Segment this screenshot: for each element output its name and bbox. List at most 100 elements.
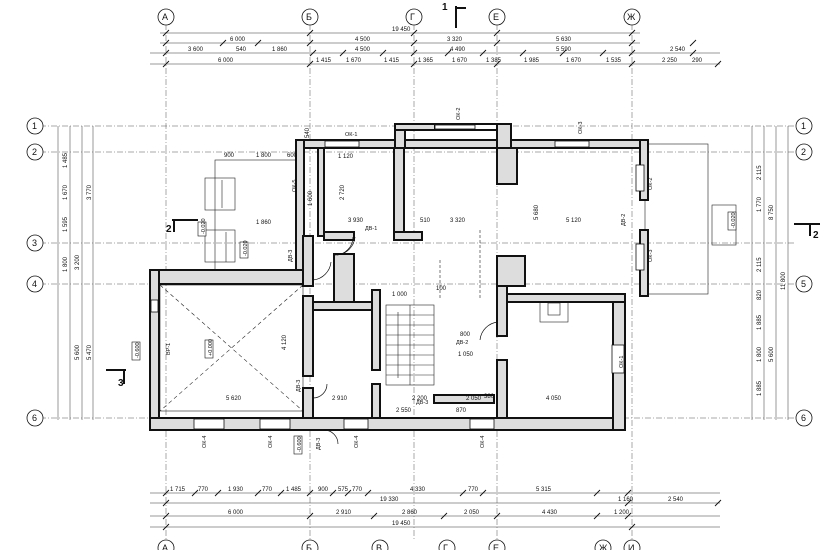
window-label-ok4-4: ОК-4 xyxy=(480,436,486,448)
bottom-dim-r3-2: 2 910 xyxy=(336,510,352,516)
right-dim-9: 11 800 xyxy=(781,271,787,290)
top-dim-r1-1: 6 000 xyxy=(230,37,246,43)
axis-label-right-6: 6 xyxy=(801,413,806,423)
axis-label-right-2: 2 xyxy=(801,147,806,157)
top-dim-r3-8: 1 985 xyxy=(524,58,540,64)
room-dim-26: 1 600 xyxy=(308,190,314,206)
left-dim-4: 3 200 xyxy=(75,254,81,270)
top-dim-r2-1: 3 600 xyxy=(188,47,204,53)
axis-label-bottom-a: А xyxy=(162,543,168,550)
room-dim-7: 3 930 xyxy=(348,218,364,224)
axis-label-left-3: 3 xyxy=(32,238,37,248)
top-dim-r2-5: 4 490 xyxy=(450,47,466,53)
top-dim-r2-4: 4 500 xyxy=(355,47,371,53)
window-label-ok5: ОК-5 xyxy=(292,180,298,192)
axis-bubbles-left xyxy=(26,117,44,427)
left-dim-3: 1 595 xyxy=(63,216,69,232)
room-dim-23: 380 xyxy=(484,394,495,400)
room-dim-18: 4 050 xyxy=(546,396,562,402)
top-dim-r3-6: 1 670 xyxy=(452,58,468,64)
bottom-dim-r3-1: 6 000 xyxy=(228,510,244,516)
room-dim-2: 1 800 xyxy=(256,153,272,159)
level-label-5: -0.020 xyxy=(731,212,737,228)
top-dim-r3-9: 1 670 xyxy=(566,58,582,64)
right-dim-2: 1 770 xyxy=(757,196,763,212)
right-dim-8: 5 600 xyxy=(769,346,775,362)
room-dim-13: 4 120 xyxy=(282,334,288,350)
left-dim-5: 1 800 xyxy=(63,256,69,272)
bottom-dim-r1-12: 1 160 xyxy=(618,497,634,503)
room-dim-3: 600 xyxy=(287,153,298,159)
axis-label-left-2: 2 xyxy=(32,147,37,157)
top-dim-r2-6: 5 590 xyxy=(556,47,572,53)
top-dim-r3-4: 1 415 xyxy=(384,58,400,64)
walls xyxy=(149,123,649,431)
axis-label-top-b: Б xyxy=(306,12,312,22)
room-dim-12: 2 720 xyxy=(340,184,346,200)
room-dim-21: 800 xyxy=(460,332,471,338)
room-dim-4: 540 xyxy=(305,127,311,138)
top-dim-total: 19 450 xyxy=(392,27,411,33)
axis-label-top-e: Е xyxy=(493,12,499,22)
bottom-dim-r1-4: 770 xyxy=(262,487,273,493)
bottom-dim-r1-3: 1 930 xyxy=(228,487,244,493)
top-dim-r3-7: 1 385 xyxy=(486,58,502,64)
gate-label: ВР-1 xyxy=(166,343,172,355)
level-label-2: -0.020 xyxy=(243,240,249,256)
room-dim-20: 100 xyxy=(436,286,447,292)
bottom-dim-r1-2: 770 xyxy=(198,487,209,493)
bottom-dim-r3-3: 2 860 xyxy=(402,510,418,516)
window-label-ok4-1: ОК-4 xyxy=(202,436,208,448)
room-dim-24: 870 xyxy=(456,408,467,414)
axis-label-bottom-e: Е xyxy=(493,543,499,550)
room-dim-10: 5 680 xyxy=(534,204,540,220)
axis-label-left-4: 4 xyxy=(32,279,37,289)
room-dim-6: 1 860 xyxy=(256,220,272,226)
left-dim-7: 5 470 xyxy=(87,344,93,360)
axis-label-bottom-v: В xyxy=(376,543,382,550)
top-dim-r1-4: 5 630 xyxy=(556,37,572,43)
left-dim-8: 3 770 xyxy=(87,184,93,200)
section-marker-top xyxy=(455,6,466,28)
axis-bubbles-right xyxy=(795,117,813,427)
bottom-dim-r3-4: 2 050 xyxy=(464,510,480,516)
axis-bubbles-top xyxy=(157,8,641,26)
right-dim-10: 8 750 xyxy=(769,204,775,220)
right-dim-6: 1 800 xyxy=(757,346,763,362)
room-dim-5: 1 120 xyxy=(338,154,354,160)
room-dim-22: 1 050 xyxy=(458,352,474,358)
level-label-3: -0.600 xyxy=(135,342,141,358)
section-marker-right xyxy=(794,223,820,236)
top-dim-r3-2: 1 415 xyxy=(316,58,332,64)
top-dim-r3-1: 6 000 xyxy=(218,58,234,64)
room-dim-15: 2 910 xyxy=(332,396,348,402)
bottom-dim-r1-10: 770 xyxy=(468,487,479,493)
section-mark-bottom-label: 3 xyxy=(118,378,124,389)
bottom-dim-r1-8: 770 xyxy=(352,487,363,493)
section-mark-right-label: 2 xyxy=(813,230,819,241)
top-dim-r1-2: 4 500 xyxy=(355,37,371,43)
section-marker-left xyxy=(172,219,198,232)
right-dim-4: 820 xyxy=(757,289,763,300)
window-label-ok1-top: ОК-1 xyxy=(345,132,357,138)
room-dim-19: 1 000 xyxy=(392,292,408,298)
dimension-lines xyxy=(57,32,789,528)
room-dim-17: 2 050 xyxy=(466,396,482,402)
axis-label-bottom-g: Г xyxy=(443,543,448,550)
level-label-6: -0.600 xyxy=(297,436,303,452)
top-dim-r1-3: 3 320 xyxy=(447,37,463,43)
door-label-dv2: ДВ-2 xyxy=(621,214,627,226)
right-dim-1: 2 115 xyxy=(757,165,763,180)
top-dim-r3-3: 1 670 xyxy=(346,58,362,64)
bottom-dim-r1-1: 1 715 xyxy=(170,487,186,493)
bottom-dim-r1-11: 5 315 xyxy=(536,487,552,493)
axis-label-bottom-i: И xyxy=(628,543,634,550)
left-dim-2: 1 670 xyxy=(63,184,69,200)
axis-label-left-1: 1 xyxy=(32,121,37,131)
room-dim-25: 2 200 xyxy=(412,396,428,402)
axis-label-top-g: Г xyxy=(410,12,415,22)
top-dim-r2-7: 2 540 xyxy=(670,47,686,53)
door-swings xyxy=(312,236,499,445)
section-mark-left-label: 2 xyxy=(166,224,172,235)
